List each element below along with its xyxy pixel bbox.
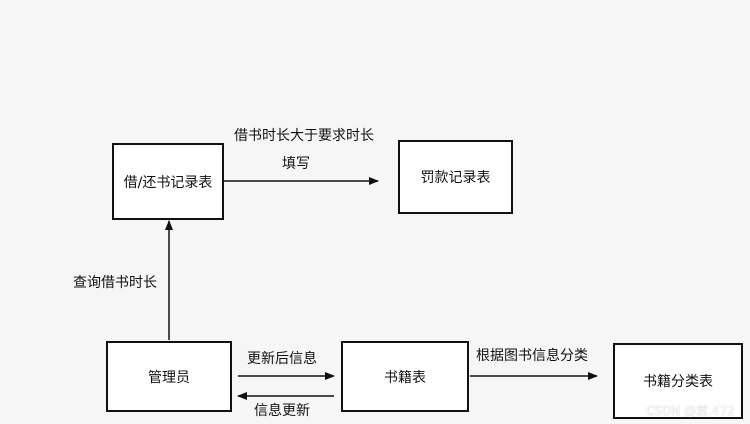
admin-label: 管理员 — [148, 369, 190, 386]
edge-label-updated-info: 更新后信息 — [247, 351, 317, 367]
books-table-label: 书籍表 — [384, 369, 426, 386]
edge-label-overdue: 借书时长大于要求时长 — [234, 128, 374, 144]
edge-label-info-update: 信息更新 — [254, 403, 310, 419]
edge-label-classify: 根据图书信息分类 — [476, 348, 588, 364]
fine-record-box: 罚款记录表 — [398, 140, 513, 214]
book-category-box: 书籍分类表 — [613, 343, 743, 419]
borrow-return-record-box: 借/还书记录表 — [112, 143, 224, 220]
books-table-box: 书籍表 — [341, 341, 469, 412]
borrow-return-record-label: 借/还书记录表 — [123, 174, 213, 191]
edge-label-fill: 填写 — [282, 156, 310, 172]
edge-label-query-duration: 查询借书时长 — [73, 275, 157, 291]
admin-box: 管理员 — [106, 341, 232, 412]
csdn-watermark: CSDN @棠.472 — [646, 404, 735, 418]
book-category-label: 书籍分类表 — [643, 374, 713, 390]
fine-record-label: 罚款记录表 — [420, 170, 491, 186]
